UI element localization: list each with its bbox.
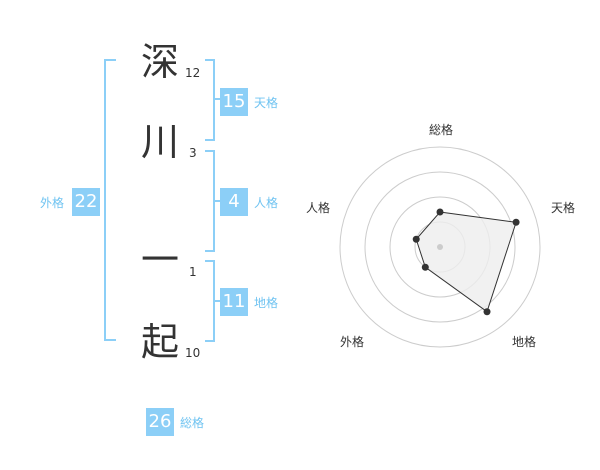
radar-ring: [364, 171, 516, 323]
radar-axis-label-jinkaku: 人格: [306, 200, 330, 215]
jinkaku-tick: [213, 200, 221, 202]
radar-points: [412, 208, 520, 316]
tenkaku-tick: [213, 98, 221, 100]
radar-axis-label-soukaku: 総格: [429, 122, 453, 137]
stroke-count-1: 12: [185, 66, 201, 80]
tenkaku-bracket: [205, 59, 215, 141]
stroke-count-2: 3: [189, 146, 197, 160]
radar-point: [436, 208, 444, 216]
jinkaku-label: 人格: [254, 196, 279, 210]
radar-axis-label-chikaku: 地格: [512, 334, 536, 349]
gaikaku-bracket: [104, 59, 116, 341]
name-char-1: 深: [140, 40, 179, 84]
radar-center: [437, 244, 443, 250]
gaikaku-label: 外格: [40, 196, 65, 210]
chikaku-label: 地格: [254, 296, 279, 310]
soukaku-label: 総格: [180, 416, 205, 430]
jinkaku-badge: 4: [220, 188, 248, 216]
radar-point: [412, 235, 420, 243]
soukaku-badge: 26: [146, 408, 174, 436]
tenkaku-label: 天格: [254, 96, 279, 110]
chikaku-badge: 11: [220, 288, 248, 316]
radar-axis-label-gaikaku: 外格: [340, 334, 364, 349]
name-char-3: 一: [140, 238, 179, 282]
radar-axis-label-tenkaku: 天格: [551, 200, 575, 215]
radar-ring: [339, 146, 541, 348]
stroke-count-4: 10: [185, 346, 201, 360]
tenkaku-badge: 15: [220, 88, 248, 116]
radar-area: [415, 211, 517, 313]
radar-point: [483, 308, 491, 316]
radar-point: [512, 218, 520, 226]
gaikaku-badge: 22: [72, 188, 100, 216]
chikaku-tick: [213, 300, 221, 302]
name-char-4: 起: [140, 320, 179, 364]
radar-point: [421, 263, 429, 271]
name-char-2: 川: [140, 120, 179, 164]
stroke-count-3: 1: [189, 265, 197, 279]
